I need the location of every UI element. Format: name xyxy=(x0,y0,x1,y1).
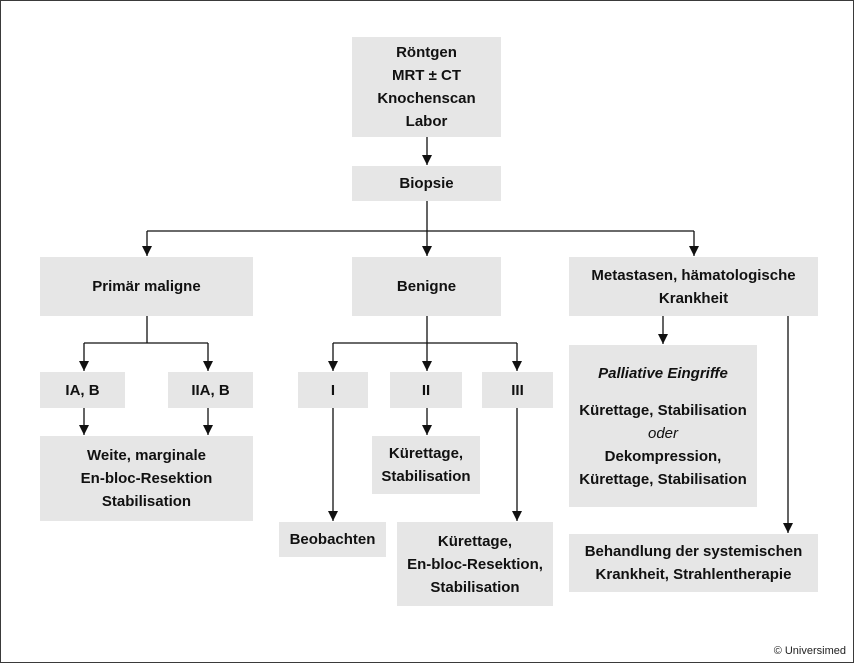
node-behandlung: Behandlung der systemischen Krankheit, S… xyxy=(569,534,818,592)
node-metastasen-line-2: Krankheit xyxy=(658,289,729,307)
node-ia-b-label: IA, B xyxy=(65,381,100,399)
node-kuerettage-iii-line-2: En-bloc-Resektion, xyxy=(407,555,543,573)
palliative-line-1: Kürettage, Stabilisation xyxy=(579,401,747,419)
node-iia-b-label: IIA, B xyxy=(191,381,230,399)
copyright-notice: © Universimed xyxy=(773,645,846,657)
palliative-oder: oder xyxy=(647,424,679,442)
node-kuerettage-iii-line-3: Stabilisation xyxy=(430,578,520,596)
node-behandlung-line-1: Behandlung der systemischen xyxy=(584,543,803,560)
node-primaer-maligne: Primär maligne xyxy=(40,257,253,316)
node-diagnostik-line-4: Labor xyxy=(405,113,448,130)
node-palliative-eingriffe: Palliative Eingriffe Kürettage, Stabilis… xyxy=(569,345,757,507)
palliative-line-2: Dekompression, xyxy=(604,447,722,465)
node-diagnostik-line-2: MRT ± CT xyxy=(391,67,462,84)
palliative-line-3: Kürettage, Stabilisation xyxy=(579,470,747,488)
node-beobachten: Beobachten xyxy=(279,522,386,557)
node-beobachten-label: Beobachten xyxy=(289,531,376,548)
node-ii: II xyxy=(390,372,462,408)
node-biopsie-label: Biopsie xyxy=(399,175,454,192)
node-kuerettage-iii: Kürettage, En-bloc-Resektion, Stabilisat… xyxy=(397,522,553,606)
node-i: I xyxy=(298,372,368,408)
node-ii-label: II xyxy=(421,381,431,399)
node-ia-b: IA, B xyxy=(40,372,125,408)
node-diagnostik-line-1: Röntgen xyxy=(396,44,457,61)
node-iia-b: IIA, B xyxy=(168,372,253,408)
node-kuerettage-iii-line-1: Kürettage, xyxy=(437,532,513,550)
palliative-title: Palliative Eingriffe xyxy=(598,364,728,382)
node-behandlung-line-2: Krankheit, Strahlentherapie xyxy=(595,566,792,583)
node-diagnostik: Röntgen MRT ± CT Knochenscan Labor xyxy=(352,37,501,137)
node-kuerettage-ii: Kürettage, Stabilisation xyxy=(372,436,480,494)
node-iii-label: III xyxy=(511,381,524,399)
node-weite-line-2: En-bloc-Resektion xyxy=(80,470,213,487)
node-metastasen: Metastasen, hämatologische Krankheit xyxy=(569,257,818,316)
node-benigne: Benigne xyxy=(352,257,501,316)
node-weite-marginale: Weite, marginale En-bloc-Resektion Stabi… xyxy=(40,436,253,521)
node-i-label: I xyxy=(330,381,336,399)
node-metastasen-line-1: Metastasen, hämatologische xyxy=(591,266,796,284)
node-biopsie: Biopsie xyxy=(352,166,501,201)
node-kuerettage-ii-line-1: Kürettage, xyxy=(388,445,464,462)
node-primaer-maligne-label: Primär maligne xyxy=(92,278,201,295)
node-weite-line-1: Weite, marginale xyxy=(87,447,206,464)
node-iii: III xyxy=(482,372,553,408)
node-weite-line-3: Stabilisation xyxy=(101,493,192,510)
node-benigne-label: Benigne xyxy=(396,278,457,295)
node-diagnostik-line-3: Knochenscan xyxy=(377,90,476,107)
node-kuerettage-ii-line-2: Stabilisation xyxy=(381,468,471,485)
